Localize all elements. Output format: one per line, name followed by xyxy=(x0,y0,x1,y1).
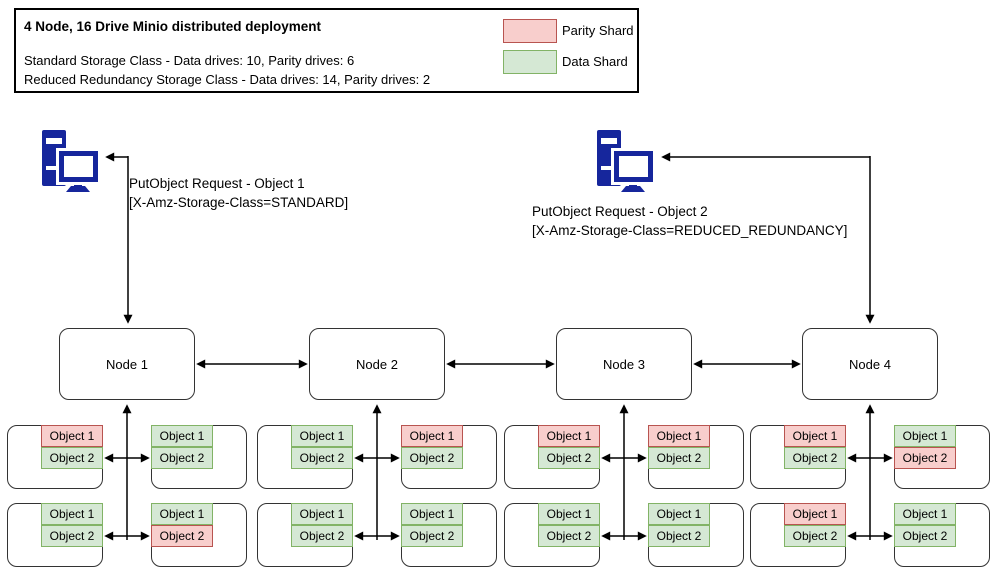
shard-stack: Object 1 Object 2 xyxy=(291,425,353,469)
shard-object-1: Object 1 xyxy=(291,503,353,525)
node-label: Node 3 xyxy=(603,356,645,372)
shard-object-1: Object 1 xyxy=(784,503,846,525)
shard-stack: Object 1 Object 2 xyxy=(648,503,710,547)
shard-stack: Object 1 Object 2 xyxy=(41,503,103,547)
header-box: 4 Node, 16 Drive Minio distributed deplo… xyxy=(14,8,639,93)
request-1-line2: [X-Amz-Storage-Class=STANDARD] xyxy=(129,195,349,210)
shard-object-2: Object 2 xyxy=(401,525,463,547)
shard-stack: Object 1 Object 2 xyxy=(151,425,213,469)
shard-object-1: Object 1 xyxy=(648,425,710,447)
shard-object-1: Object 1 xyxy=(538,503,600,525)
shard-object-1: Object 1 xyxy=(538,425,600,447)
shard-object-2: Object 2 xyxy=(401,447,463,469)
shard-object-1: Object 1 xyxy=(291,425,353,447)
shard-object-2: Object 2 xyxy=(291,447,353,469)
putobject-request-1: PutObject Request - Object 1 [X-Amz-Stor… xyxy=(129,174,348,212)
shard-object-2: Object 2 xyxy=(894,525,956,547)
shard-object-1: Object 1 xyxy=(784,425,846,447)
node-group-4: Node 4 Object 1 Object 2 Object 1 Object… xyxy=(750,328,990,568)
data-shard-label: Data Shard xyxy=(562,54,628,69)
shard-object-1: Object 1 xyxy=(894,425,956,447)
shard-object-1: Object 1 xyxy=(41,503,103,525)
shard-object-2: Object 2 xyxy=(894,447,956,469)
node-box-1: Node 1 xyxy=(59,328,195,400)
shard-object-1: Object 1 xyxy=(151,503,213,525)
request-1-line1: PutObject Request - Object 1 xyxy=(129,176,305,191)
node-label: Node 2 xyxy=(356,356,398,372)
shard-stack: Object 1 Object 2 xyxy=(401,425,463,469)
shard-object-2: Object 2 xyxy=(41,447,103,469)
node-group-2: Node 2 Object 1 Object 2 Object 1 Object… xyxy=(257,328,497,568)
shard-stack: Object 1 Object 2 xyxy=(894,425,956,469)
shard-stack: Object 1 Object 2 xyxy=(538,503,600,547)
parity-shard-label: Parity Shard xyxy=(562,23,634,38)
reduced-class-text: Reduced Redundancy Storage Class - Data … xyxy=(24,72,431,87)
shard-object-2: Object 2 xyxy=(648,447,710,469)
shard-stack: Object 1 Object 2 xyxy=(151,503,213,547)
computer-icon xyxy=(40,130,102,194)
computer-icon xyxy=(595,130,657,194)
shard-stack: Object 1 Object 2 xyxy=(784,425,846,469)
shard-stack: Object 1 Object 2 xyxy=(648,425,710,469)
request-2-line2: [X-Amz-Storage-Class=REDUCED_REDUNDANCY] xyxy=(532,223,848,238)
node-group-1: Node 1 Object 1 Object 2 Object 1 Object… xyxy=(7,328,247,568)
shard-object-2: Object 2 xyxy=(291,525,353,547)
shard-stack: Object 1 Object 2 xyxy=(291,503,353,547)
shard-object-2: Object 2 xyxy=(784,525,846,547)
shard-object-1: Object 1 xyxy=(894,503,956,525)
request-2-line1: PutObject Request - Object 2 xyxy=(532,204,708,219)
node-label: Node 4 xyxy=(849,356,891,372)
shard-object-2: Object 2 xyxy=(538,447,600,469)
shard-stack: Object 1 Object 2 xyxy=(784,503,846,547)
shard-object-1: Object 1 xyxy=(151,425,213,447)
node-label: Node 1 xyxy=(106,356,148,372)
node-group-3: Node 3 Object 1 Object 2 Object 1 Object… xyxy=(504,328,744,568)
diagram-title: 4 Node, 16 Drive Minio distributed deplo… xyxy=(24,19,322,34)
shard-object-2: Object 2 xyxy=(538,525,600,547)
shard-stack: Object 1 Object 2 xyxy=(894,503,956,547)
node-box-4: Node 4 xyxy=(802,328,938,400)
shard-object-1: Object 1 xyxy=(401,425,463,447)
shard-stack: Object 1 Object 2 xyxy=(401,503,463,547)
shard-stack: Object 1 Object 2 xyxy=(538,425,600,469)
standard-class-text: Standard Storage Class - Data drives: 10… xyxy=(24,53,355,68)
parity-shard-swatch xyxy=(503,19,557,43)
data-shard-swatch xyxy=(503,50,557,74)
shard-object-1: Object 1 xyxy=(401,503,463,525)
node-box-3: Node 3 xyxy=(556,328,692,400)
node-box-2: Node 2 xyxy=(309,328,445,400)
shard-object-2: Object 2 xyxy=(151,525,213,547)
shard-object-2: Object 2 xyxy=(41,525,103,547)
shard-object-2: Object 2 xyxy=(784,447,846,469)
shard-object-2: Object 2 xyxy=(648,525,710,547)
shard-object-1: Object 1 xyxy=(648,503,710,525)
putobject-request-2: PutObject Request - Object 2 [X-Amz-Stor… xyxy=(532,202,847,240)
shard-object-1: Object 1 xyxy=(41,425,103,447)
shard-stack: Object 1 Object 2 xyxy=(41,425,103,469)
shard-object-2: Object 2 xyxy=(151,447,213,469)
